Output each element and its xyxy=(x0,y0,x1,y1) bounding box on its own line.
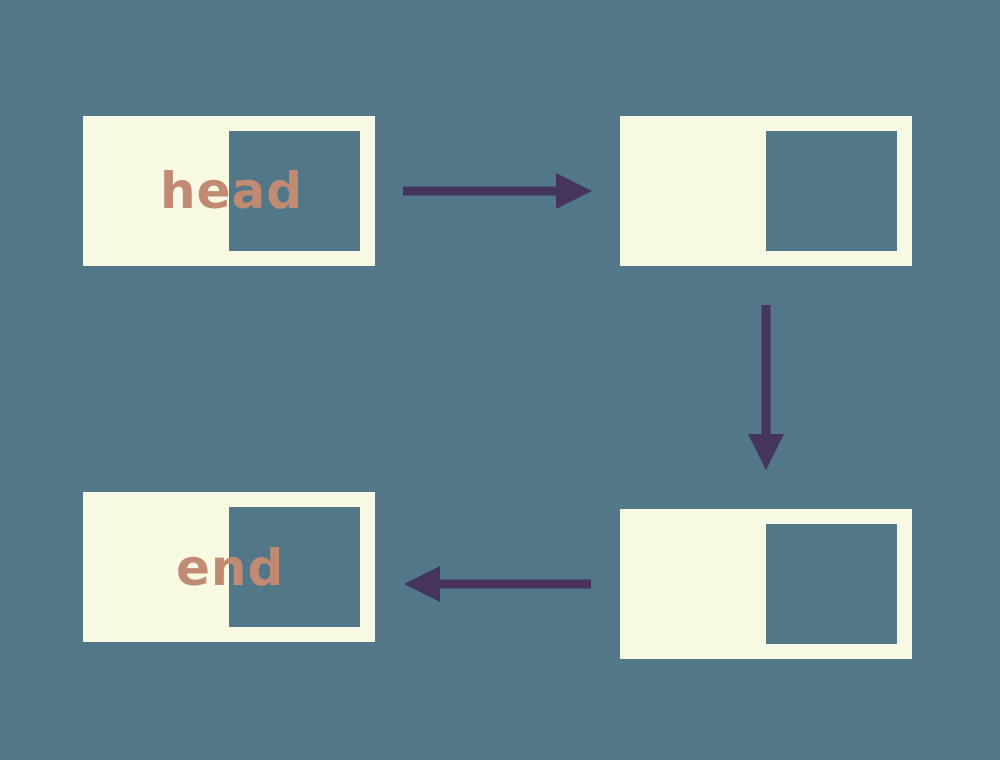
node-frame xyxy=(620,116,912,266)
list-node-3 xyxy=(620,509,912,659)
arrow-node-2-to-node-3 xyxy=(748,305,784,470)
list-node-head: head xyxy=(83,116,375,266)
arrow-node-3-to-node-4 xyxy=(404,566,591,602)
list-node-end: end xyxy=(83,492,375,642)
node-frame xyxy=(83,492,375,642)
node-label-head: head xyxy=(160,162,304,220)
node-frame xyxy=(620,509,912,659)
list-node-2 xyxy=(620,116,912,266)
arrow-node-1-to-node-2 xyxy=(403,173,592,209)
node-frame xyxy=(83,116,375,266)
node-label-end: end xyxy=(176,539,285,597)
